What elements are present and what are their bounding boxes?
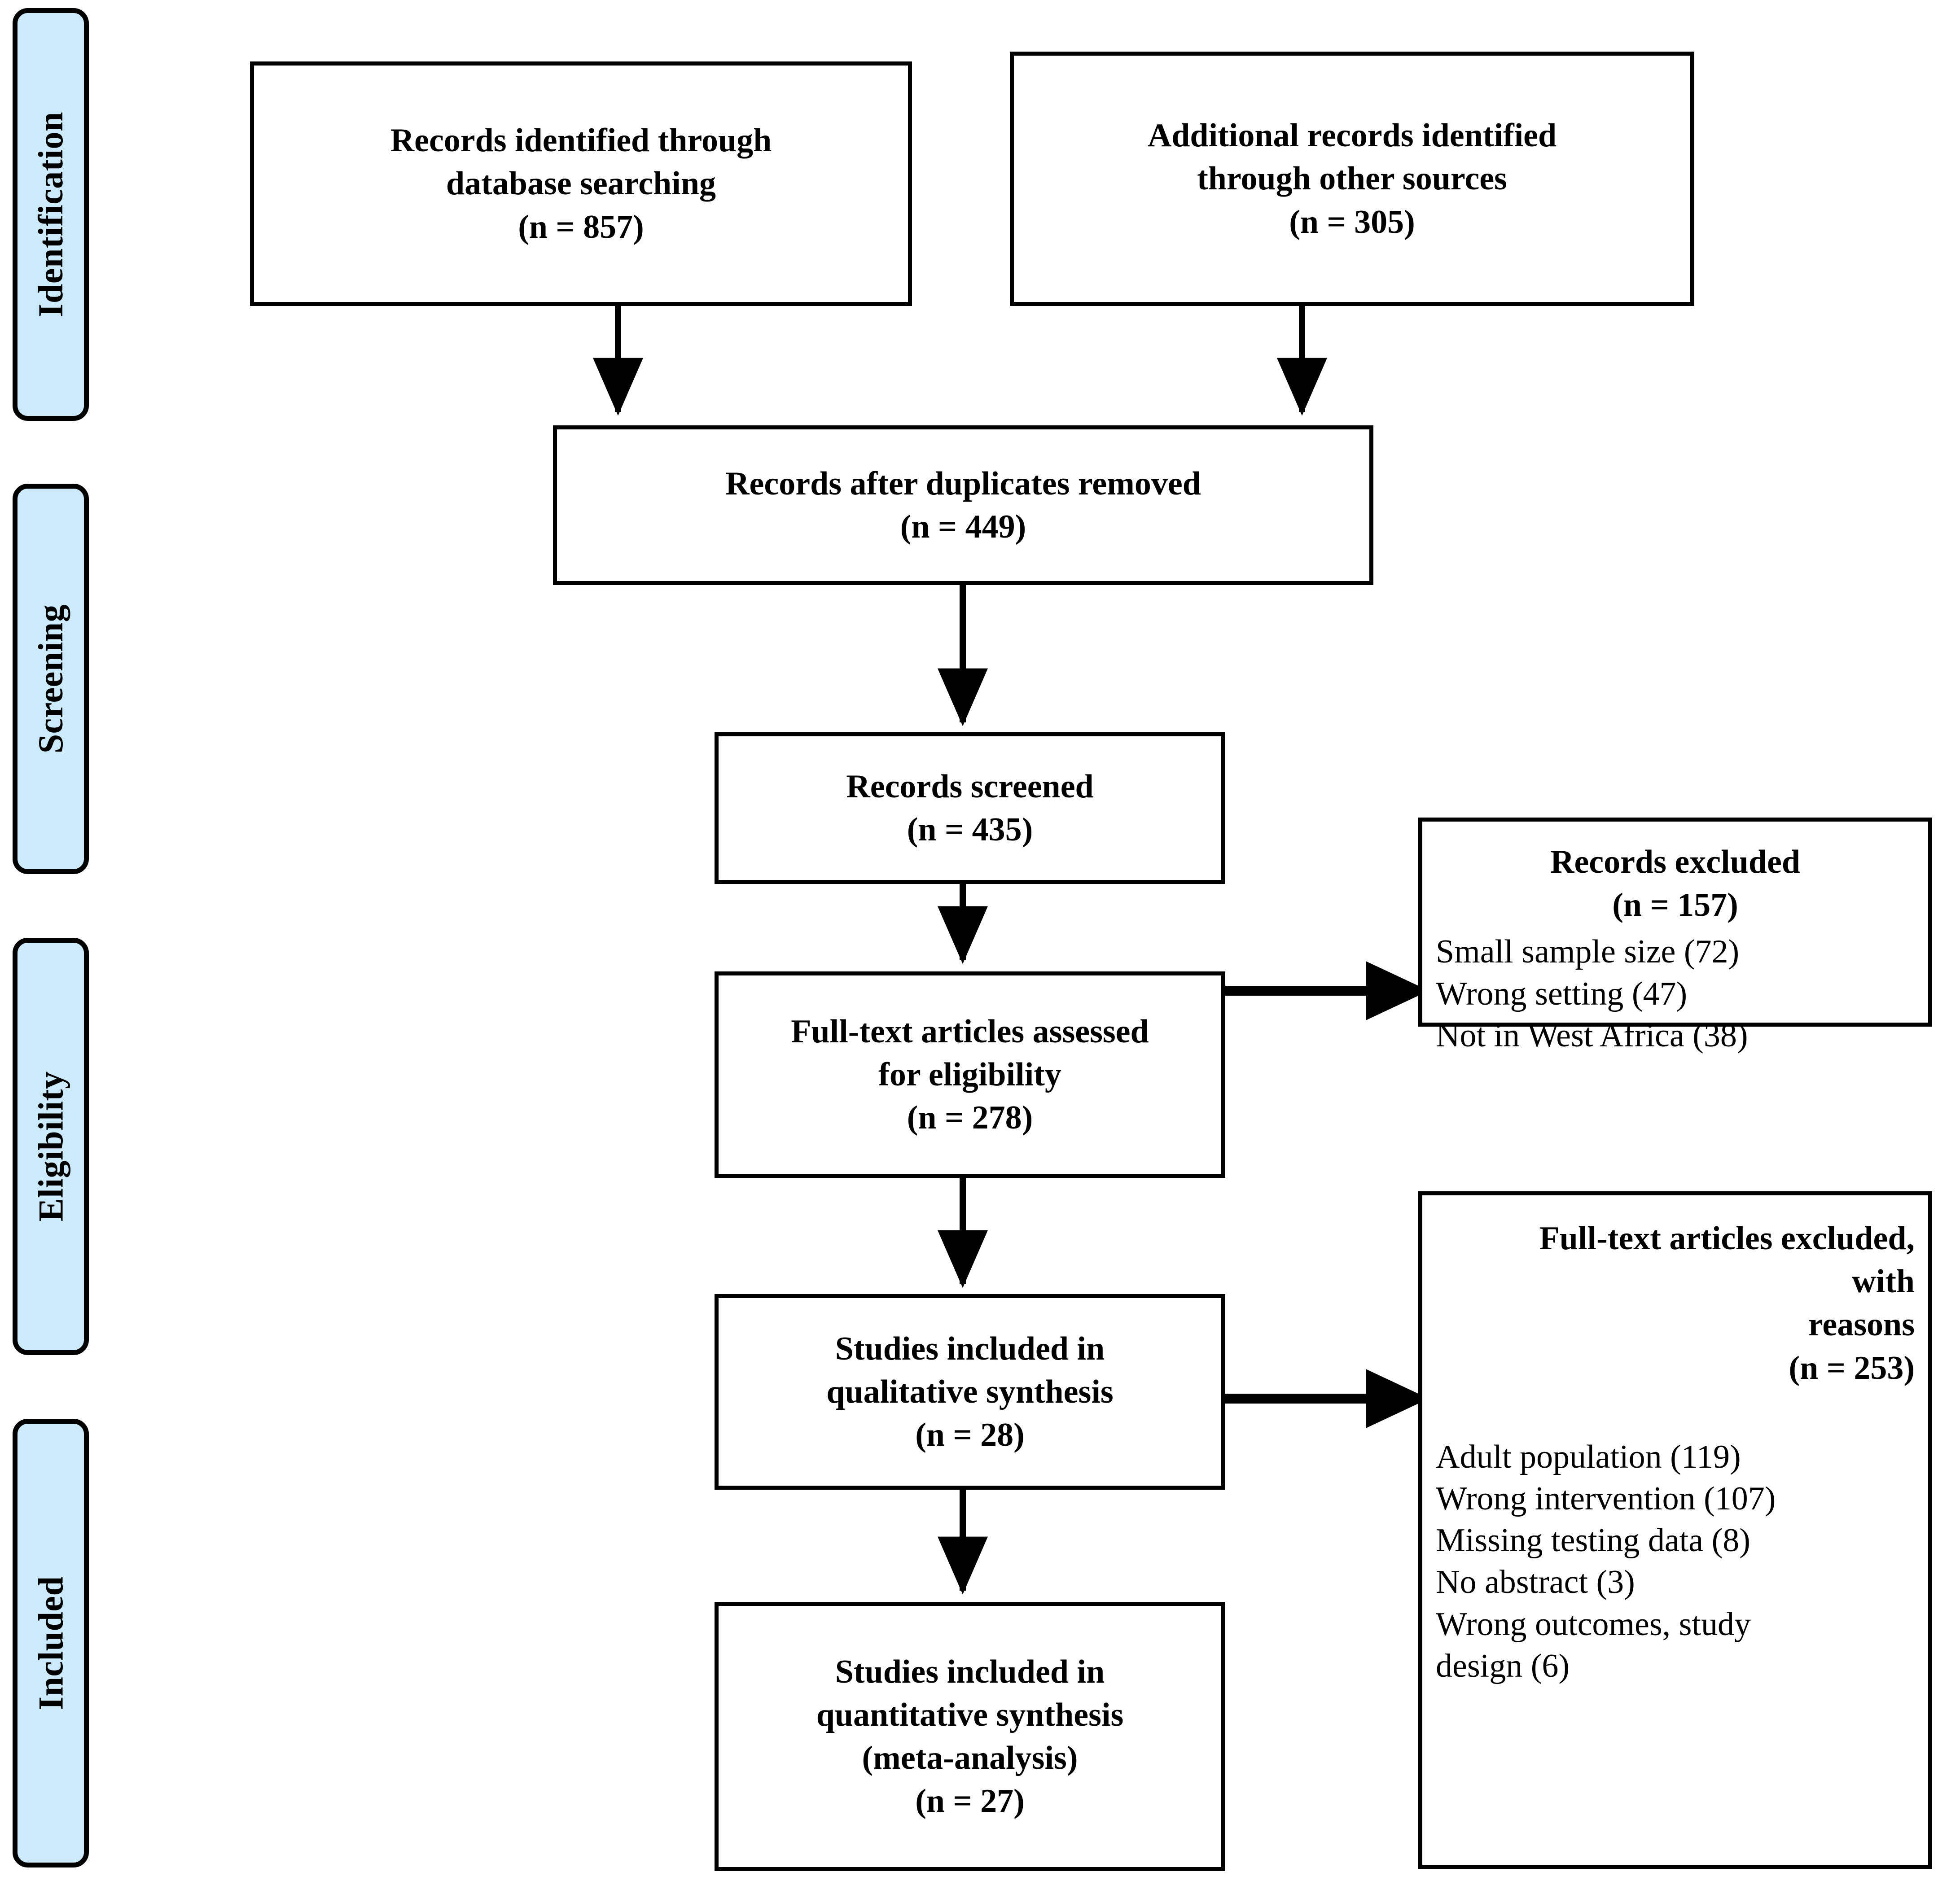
box-studies-quantitative-synthesis: Studies included in quantitative synthes… — [715, 1602, 1225, 1871]
box-records-screened: Records screened (n = 435) — [715, 732, 1225, 884]
box-line: Additional records identified — [1147, 117, 1557, 154]
list-item: No abstract (3) — [1436, 1564, 1635, 1601]
box-count: (n = 305) — [1289, 203, 1415, 241]
box-line: Records after duplicates removed — [725, 465, 1201, 502]
phase-label-identification: Identification — [31, 112, 70, 317]
box-line: Studies included in — [835, 1653, 1105, 1690]
list-item: Adult population (119) — [1436, 1438, 1741, 1475]
box-count: (n = 857) — [518, 208, 644, 245]
list-item: Not in West Africa (38) — [1436, 1017, 1748, 1054]
fulltext-excluded-count: (n = 253) — [1789, 1349, 1915, 1386]
phase-label-eligibility: Eligibility — [31, 1071, 70, 1222]
list-item: Wrong setting (47) — [1436, 975, 1688, 1012]
fulltext-excluded-heading-line3: reasons — [1808, 1306, 1915, 1343]
phase-included: Included — [13, 1419, 89, 1868]
box-line: for eligibility — [878, 1056, 1061, 1093]
phase-identification: Identification — [13, 8, 89, 421]
box-line: Records identified through — [390, 122, 772, 159]
box-line: quantitative synthesis — [816, 1696, 1124, 1733]
phase-screening: Screening — [13, 484, 89, 874]
box-count: (n = 27) — [915, 1783, 1025, 1820]
box-fulltext-articles-excluded: Full-text articles excluded, with reason… — [1418, 1191, 1932, 1869]
box-additional-records-other-sources: Additional records identified through ot… — [1010, 52, 1694, 306]
list-item: Missing testing data (8) — [1436, 1522, 1750, 1559]
records-excluded-count: (n = 157) — [1612, 887, 1738, 924]
list-item: design (6) — [1436, 1647, 1570, 1684]
box-line: Records screened — [846, 768, 1094, 805]
box-count: (n = 278) — [907, 1099, 1033, 1137]
records-excluded-reason-list: Small sample size (72) Wrong setting (47… — [1436, 931, 1915, 1057]
list-item: Small sample size (72) — [1436, 933, 1740, 971]
box-records-identified-database: Records identified through database sear… — [250, 61, 912, 306]
records-excluded-heading: Records excluded — [1550, 844, 1800, 880]
box-records-excluded: Records excluded (n = 157) Small sample … — [1418, 818, 1932, 1054]
list-item: Wrong intervention (107) — [1436, 1480, 1776, 1517]
phase-eligibility: Eligibility — [13, 938, 89, 1355]
fulltext-excluded-heading-line1: Full-text articles excluded, — [1539, 1220, 1915, 1257]
box-line: (meta-analysis) — [862, 1740, 1078, 1776]
phase-label-screening: Screening — [31, 604, 70, 754]
box-fulltext-articles-assessed: Full-text articles assessed for eligibil… — [715, 971, 1225, 1178]
list-item: Wrong outcomes, study — [1436, 1605, 1751, 1643]
box-line: through other sources — [1197, 160, 1507, 197]
box-count: (n = 435) — [907, 811, 1033, 848]
box-records-after-duplicates-removed: Records after duplicates removed (n = 44… — [553, 425, 1373, 585]
box-line: Full-text articles assessed — [791, 1013, 1149, 1050]
box-studies-qualitative-synthesis: Studies included in qualitative synthesi… — [715, 1294, 1225, 1490]
phase-label-included: Included — [31, 1576, 70, 1710]
box-count: (n = 28) — [915, 1417, 1025, 1454]
fulltext-excluded-reason-list: Adult population (119) Wrong interventio… — [1436, 1436, 1915, 1687]
box-line: qualitative synthesis — [826, 1373, 1114, 1410]
box-count: (n = 449) — [900, 508, 1026, 545]
box-line: database searching — [446, 165, 716, 202]
box-line: Studies included in — [835, 1330, 1105, 1367]
fulltext-excluded-heading-line2: with — [1852, 1263, 1915, 1300]
